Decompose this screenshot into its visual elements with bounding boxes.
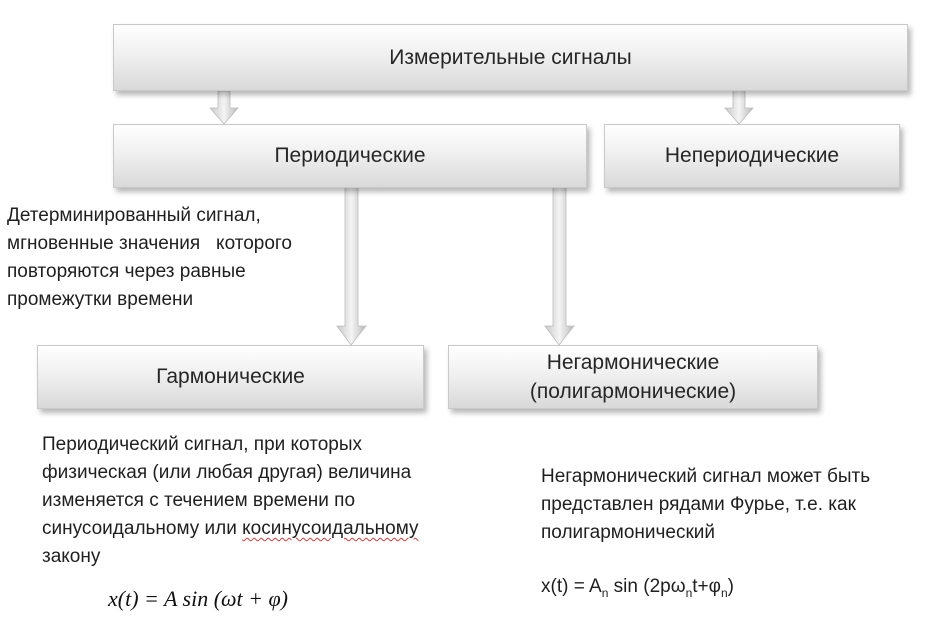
fourier-formula-part: ) xyxy=(727,576,734,597)
fourier-formula-subscript: n xyxy=(720,585,728,600)
nonharmonic-description-line: полигармонический xyxy=(541,522,716,543)
node-measurement-signals-label: Измерительные сигналы xyxy=(389,45,632,69)
nonharmonic-description-line: Негармонический сигнал может быть xyxy=(541,466,871,487)
periodic-description-line: мгновенные значения которого xyxy=(7,233,292,254)
harmonic-description-line: синусоидальному или косинусоидальному xyxy=(42,515,419,543)
periodic-description-line: Детерминированный сигнал, xyxy=(7,205,261,226)
periodic-description: Детерминированный сигнал, мгновенные зна… xyxy=(7,202,292,314)
periodic-description-line: промежутки времени xyxy=(7,289,194,310)
fourier-formula: x(t) = An sin (2pωnt+φn) xyxy=(541,576,734,600)
nonharmonic-description-line: представлен рядами Фурье, т.е. как xyxy=(541,494,856,515)
arrow-root-to-periodic xyxy=(209,90,239,125)
fourier-formula-subscript: n xyxy=(601,585,609,600)
node-periodic-label: Периодические xyxy=(274,144,426,167)
node-nonharmonic-label-line2: (полигармонические) xyxy=(529,380,737,403)
harmonic-description-line: изменяется с течением времени по xyxy=(42,490,356,511)
node-harmonic-label: Гармонические xyxy=(156,365,305,388)
harmonic-description-line: физическая (или любая другая) величина xyxy=(42,462,412,483)
harmonic-description-line: Периодический сигнал, при которых xyxy=(42,434,362,455)
node-harmonic: Гармонические xyxy=(37,345,424,409)
fourier-formula-part: x(t) = A xyxy=(541,576,602,597)
fourier-formula-part: t+φ xyxy=(692,576,721,597)
node-nonperiodic: Непериодические xyxy=(604,124,900,188)
arrow-periodic-to-harmonic xyxy=(336,179,367,346)
harmonic-formula: x(t) = A sin (ωt + φ) xyxy=(108,586,289,611)
periodic-description-line: повторяются через равные xyxy=(7,261,246,282)
harmonic-description: Периодический сигнал, при которых физиче… xyxy=(42,431,419,571)
fourier-formula-part: sin (2pω xyxy=(608,576,686,597)
spellcheck-underlined-word: косинусоидальному xyxy=(242,518,419,539)
node-measurement-signals: Измерительные сигналы xyxy=(113,24,908,91)
node-nonharmonic: Негармонические (полигармонические) xyxy=(448,345,818,409)
harmonic-description-line: закону xyxy=(42,546,101,567)
fourier-formula-subscript: n xyxy=(685,585,693,600)
node-periodic: Периодические xyxy=(113,124,587,188)
node-nonharmonic-label-line1: Негармонические xyxy=(546,351,720,374)
harmonic-description-prefix: синусоидальному или xyxy=(42,518,243,539)
nonharmonic-description: Негармонический сигнал может быть предст… xyxy=(541,463,870,547)
arrow-periodic-to-nonharmonic xyxy=(544,179,575,346)
node-nonperiodic-label: Непериодические xyxy=(664,144,840,167)
